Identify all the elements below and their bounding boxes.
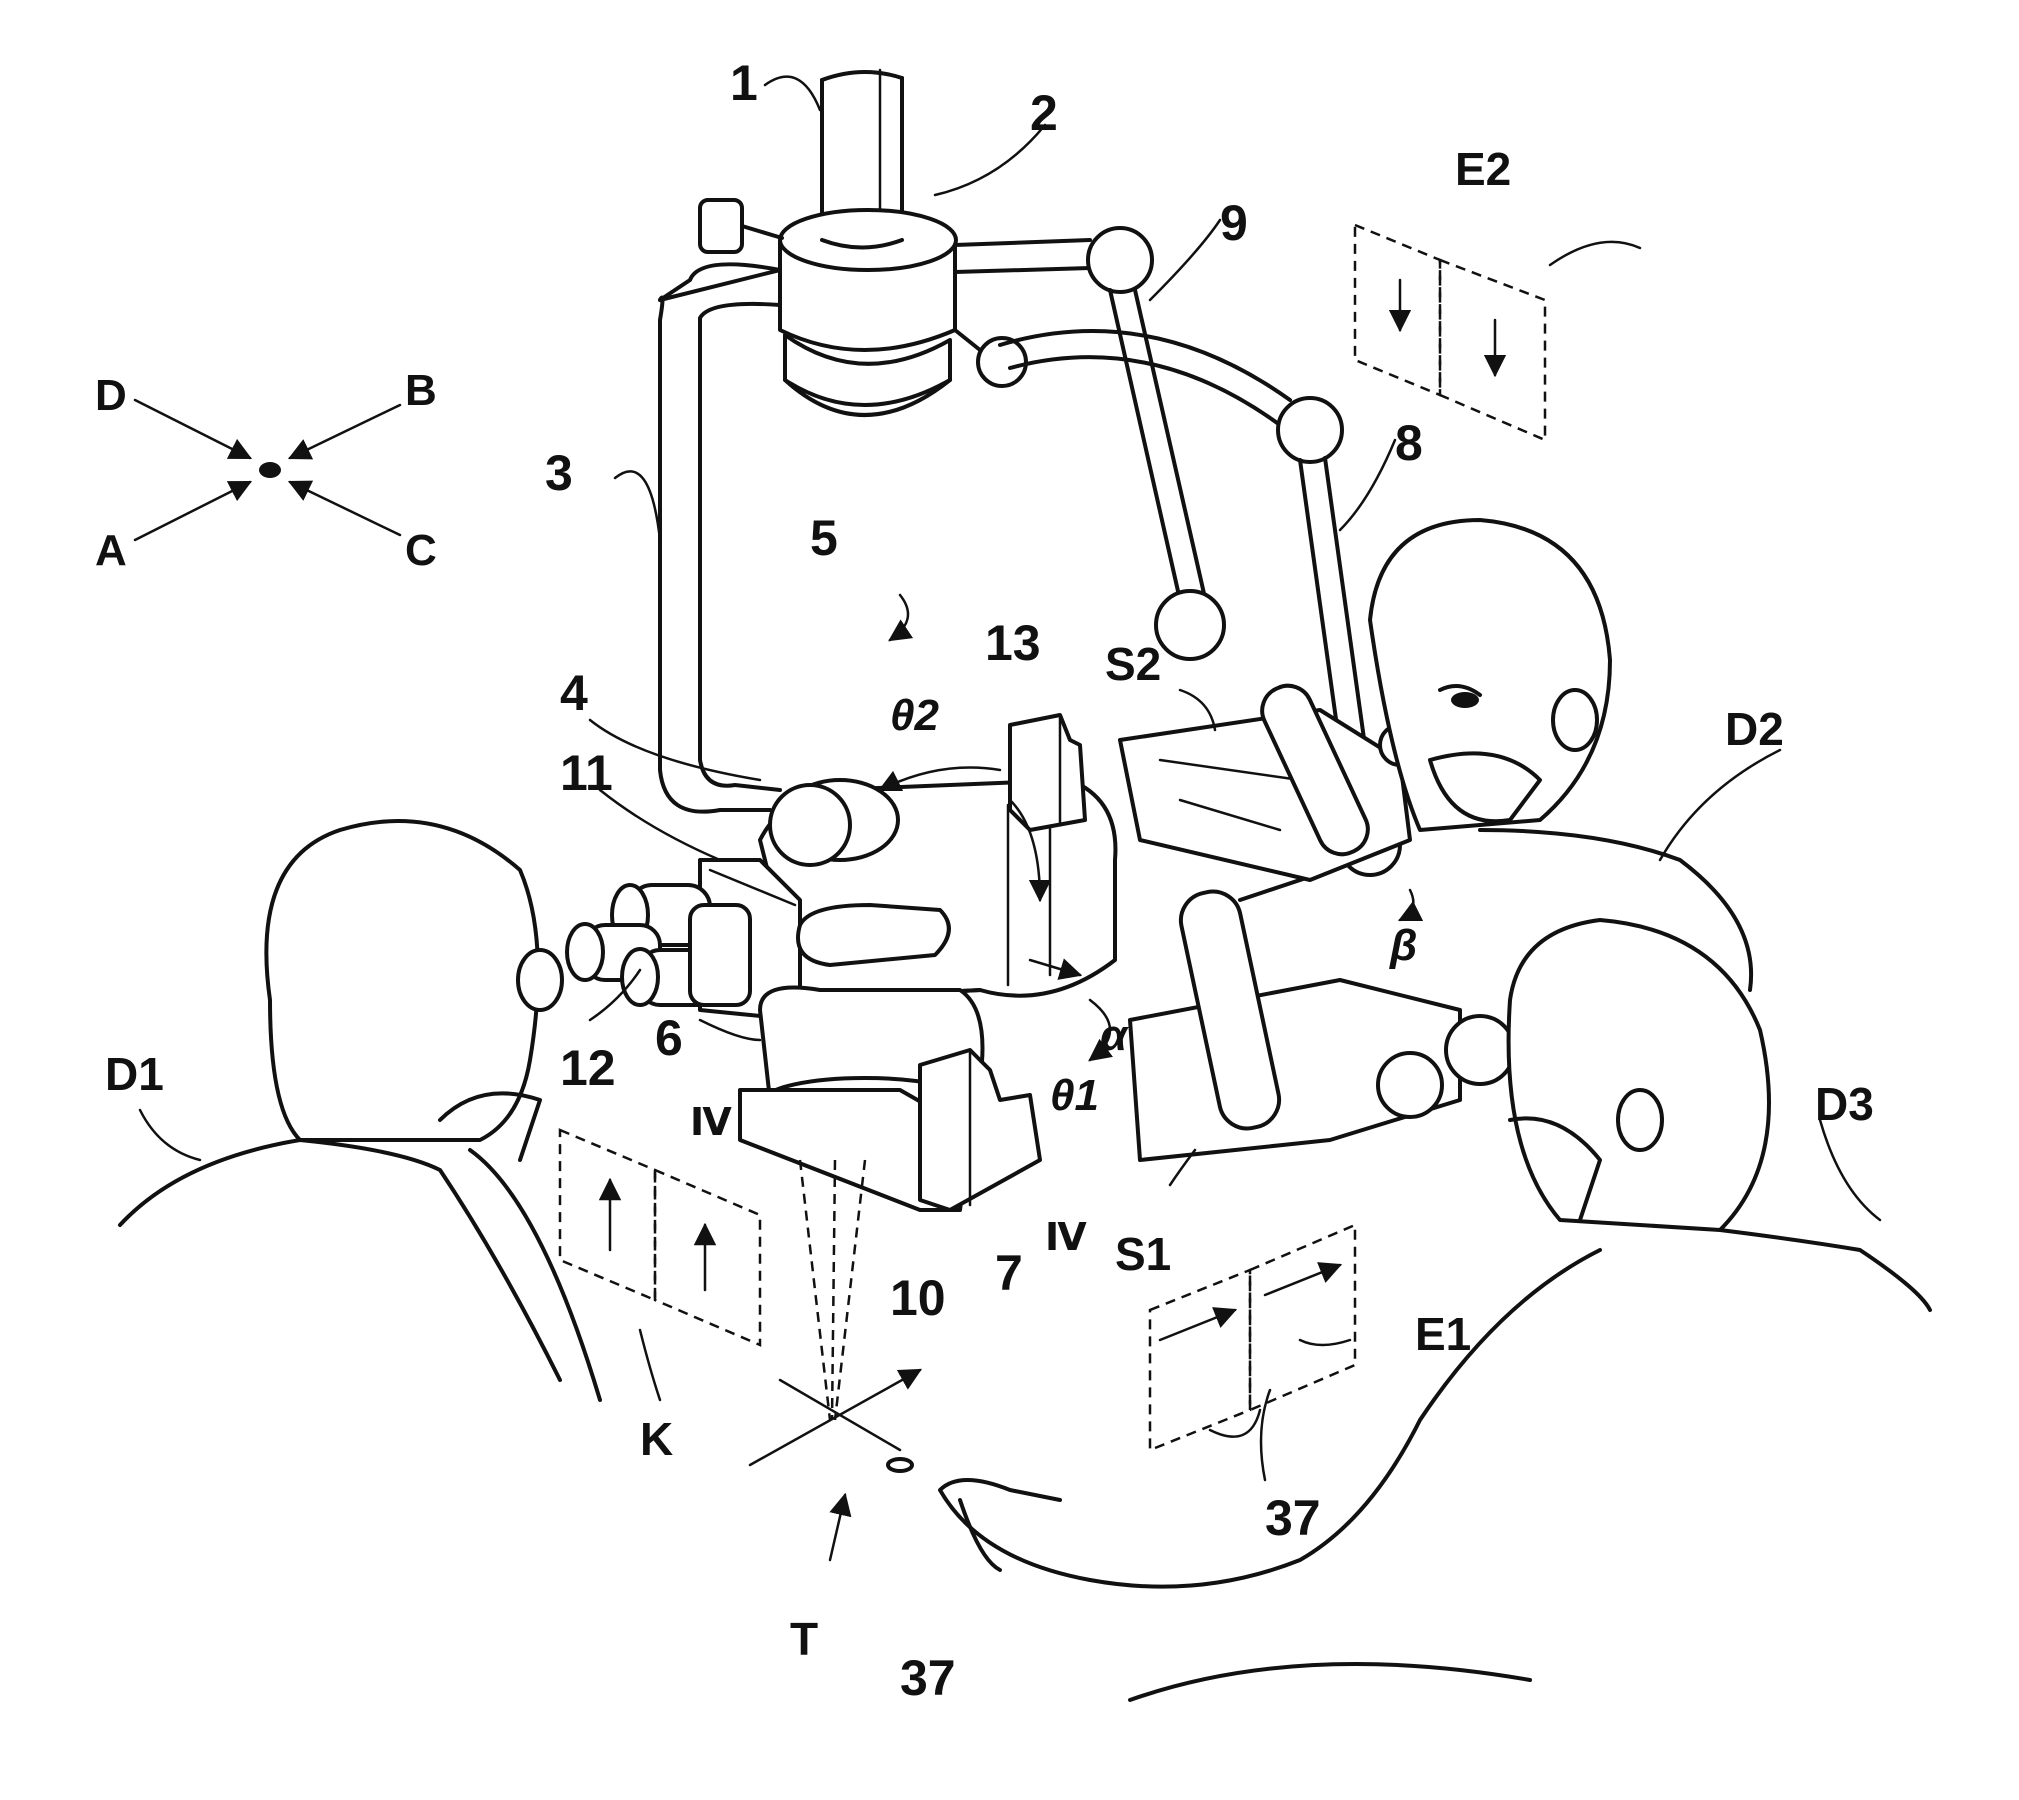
- label-2: 2: [1030, 85, 1058, 141]
- label-d2: D2: [1725, 703, 1784, 755]
- handle-grip: [798, 905, 949, 965]
- label-37-bottom: 37: [900, 1650, 956, 1706]
- label-e2: E2: [1455, 143, 1511, 195]
- label-alpha: α: [1100, 1011, 1129, 1060]
- label-s2: S2: [1105, 638, 1161, 690]
- label-5: 5: [810, 510, 838, 566]
- compass-center-dot: [259, 462, 281, 478]
- label-c-compass: C: [405, 526, 437, 575]
- image-frame-e1: [1150, 1225, 1355, 1450]
- label-6: 6: [655, 1010, 683, 1066]
- label-10: 10: [890, 1270, 946, 1326]
- assistant-scope-s1: [1130, 886, 1514, 1160]
- assistant-scope-s2: [1120, 678, 1420, 880]
- label-iv-left: Ⅳ: [690, 1102, 732, 1144]
- label-d1: D1: [105, 1048, 164, 1100]
- label-1: 1: [730, 55, 758, 111]
- label-12: 12: [560, 1040, 616, 1096]
- observer-d1: [120, 821, 600, 1400]
- label-a-compass: A: [95, 526, 127, 575]
- adjustment-knob-left: [700, 200, 782, 252]
- compass-arrow-a: [135, 482, 250, 540]
- target-axes-t: [750, 1370, 920, 1560]
- compass-arrow-d: [135, 400, 250, 458]
- label-d-compass: D: [95, 371, 127, 420]
- label-b-compass: B: [405, 366, 437, 415]
- label-iv-right: Ⅳ: [1045, 1217, 1087, 1259]
- label-beta: β: [1389, 921, 1417, 970]
- compass-arrow-b: [290, 405, 400, 458]
- binocular-eyepieces-12: [567, 885, 750, 1005]
- image-frame-k: [560, 1130, 760, 1345]
- label-7: 7: [995, 1245, 1023, 1301]
- label-k: K: [640, 1413, 673, 1465]
- direction-compass: [135, 400, 400, 540]
- observation-beam: [800, 1160, 865, 1420]
- label-theta1: θ1: [1050, 1071, 1099, 1120]
- arm-frame-3: [660, 264, 780, 811]
- arm-9: [955, 228, 1224, 659]
- label-t: T: [790, 1613, 818, 1665]
- hub-collar: [780, 210, 956, 415]
- label-11: 11: [560, 745, 613, 801]
- label-13: 13: [985, 615, 1041, 671]
- label-e1: E1: [1415, 1308, 1471, 1360]
- label-37-right: 37: [1265, 1490, 1321, 1546]
- module-7: [920, 1050, 1040, 1210]
- label-d3: D3: [1815, 1078, 1874, 1130]
- image-frame-e2: [1355, 225, 1545, 440]
- label-theta2: θ2: [890, 691, 940, 740]
- label-4: 4: [560, 665, 588, 721]
- observer-d2: [1370, 520, 1751, 990]
- label-3: 3: [545, 445, 573, 501]
- compass-arrow-c: [290, 482, 400, 535]
- adjustment-knob-right: [955, 330, 1026, 386]
- label-9: 9: [1220, 195, 1248, 251]
- label-s1: S1: [1115, 1228, 1171, 1280]
- label-8: 8: [1395, 415, 1423, 471]
